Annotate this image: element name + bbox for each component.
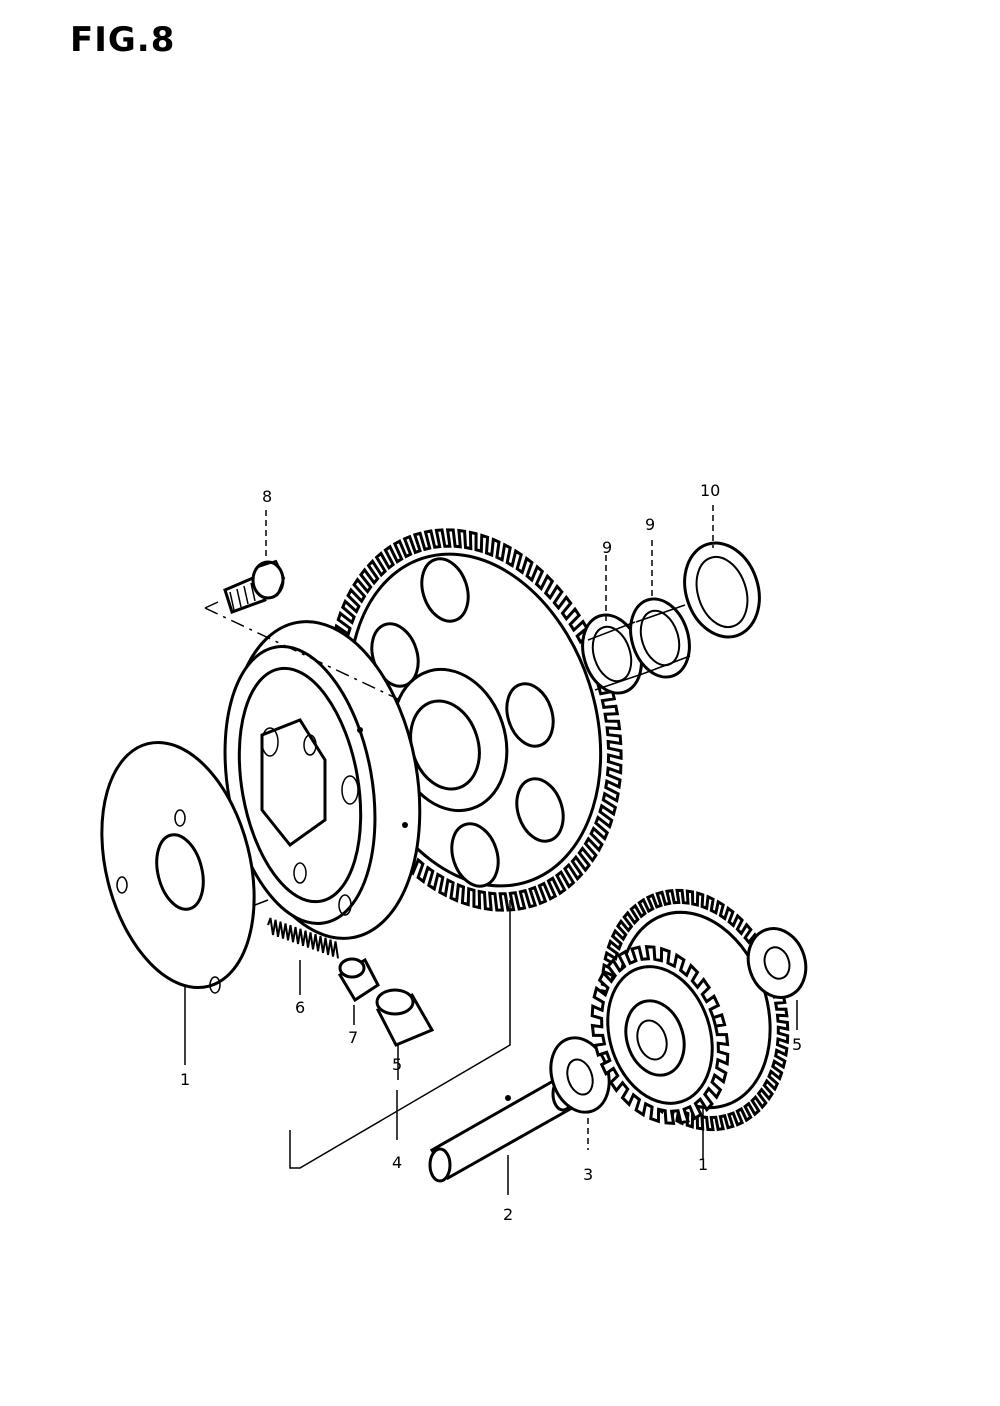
callout-labels: 8 9 9 10 1 6 7 5 4 2 3 1 5 [180,481,802,1224]
cap [375,988,435,1047]
figure-title: FIG.8 [70,20,176,60]
thrust-washer [683,541,761,639]
callout-5-cap: 5 [392,1055,402,1074]
roller [337,957,380,1003]
callout-9-right: 9 [645,515,655,534]
cover-plate [100,740,256,994]
callout-3-shaft: 3 [583,1165,593,1184]
idler-washer [746,927,808,999]
callout-5-washer: 5 [792,1035,802,1054]
callout-6: 6 [295,998,305,1017]
callout-1-gear: 1 [698,1155,708,1174]
large-gear-holes [370,557,565,888]
leader-lines [184,505,798,1195]
callout-1-plate: 1 [180,1070,190,1089]
callout-9-left: 9 [602,538,612,557]
callout-8: 8 [262,487,272,506]
callout-7: 7 [348,1028,358,1047]
callout-10: 10 [700,481,720,500]
callout-2: 2 [503,1205,513,1224]
spring [267,917,339,959]
idler-shaft [428,1076,575,1183]
idler-gear [590,888,790,1132]
bolt [223,559,286,614]
needle-bearings [581,597,691,695]
starter-clutch [223,620,422,940]
callout-4: 4 [392,1153,402,1172]
